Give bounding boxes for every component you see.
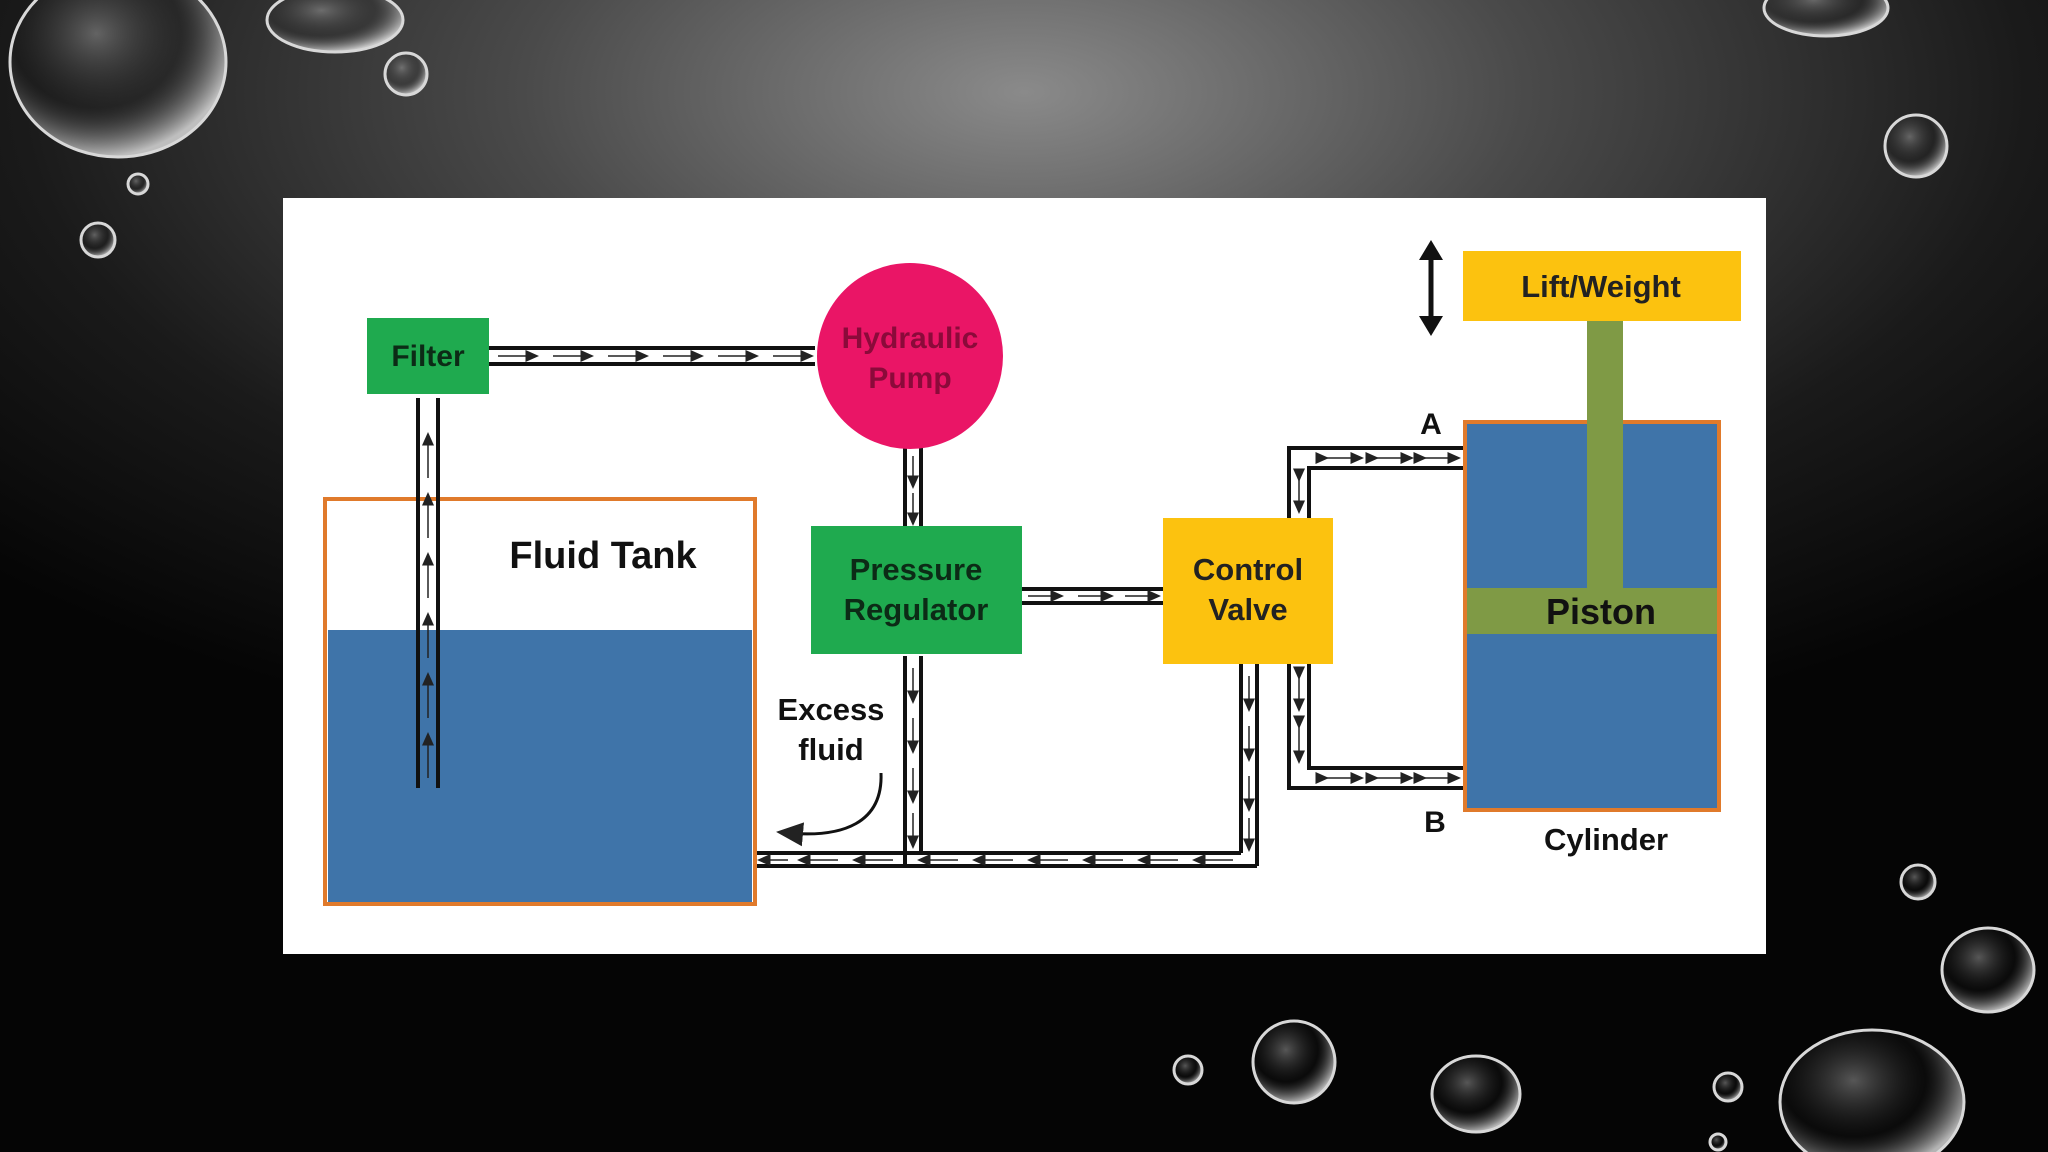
excess-label-line1: Excess bbox=[778, 692, 885, 727]
droplet bbox=[126, 172, 150, 196]
regulator-label-line2: Regulator bbox=[844, 592, 989, 627]
droplet bbox=[1899, 863, 1937, 901]
filter-label: Filter bbox=[391, 340, 465, 373]
control-valve-box bbox=[1163, 518, 1333, 664]
port-a-label: A bbox=[1420, 408, 1442, 441]
droplet bbox=[1712, 1071, 1744, 1103]
droplet bbox=[1172, 1054, 1204, 1086]
piston-label: Piston bbox=[1546, 591, 1656, 632]
flow-arrows bbox=[422, 350, 1461, 866]
pipes bbox=[416, 346, 1463, 868]
regulator-label-line1: Pressure bbox=[850, 552, 983, 587]
pump-label-line1: Hydraulic bbox=[842, 322, 979, 355]
regulator-box bbox=[811, 526, 1022, 654]
filter-box bbox=[367, 318, 489, 394]
lift-weight-box bbox=[1463, 251, 1741, 321]
cylinder: Piston Cylinder bbox=[1463, 316, 1721, 857]
pressure-regulator: Pressure Regulator bbox=[811, 526, 1022, 654]
filter-component: Filter bbox=[367, 318, 489, 394]
droplet bbox=[1430, 1054, 1522, 1134]
droplet bbox=[383, 51, 429, 97]
lift-weight-label: Lift/Weight bbox=[1521, 269, 1681, 304]
up-down-arrow-icon bbox=[1419, 240, 1443, 336]
piston-head bbox=[1467, 588, 1717, 634]
pump-circle bbox=[817, 263, 1003, 449]
lift-weight: Lift/Weight bbox=[1463, 251, 1741, 321]
control-valve-label-line1: Control bbox=[1193, 552, 1303, 587]
droplet bbox=[1778, 1028, 1966, 1152]
hydraulic-system-diagram: Fluid Tank bbox=[283, 198, 1766, 954]
droplet bbox=[79, 221, 117, 259]
droplet bbox=[8, 0, 228, 159]
control-valve: Control Valve bbox=[1163, 518, 1333, 664]
excess-fluid-note: Excess fluid bbox=[776, 692, 885, 847]
port-b-label: B bbox=[1424, 806, 1446, 839]
cylinder-label: Cylinder bbox=[1544, 822, 1668, 857]
droplet bbox=[1883, 113, 1949, 179]
droplet bbox=[1762, 0, 1890, 38]
hydraulic-pump: Hydraulic Pump bbox=[817, 263, 1003, 449]
control-valve-label-line2: Valve bbox=[1208, 592, 1287, 627]
droplet bbox=[1251, 1019, 1337, 1105]
excess-label-line2: fluid bbox=[798, 732, 863, 767]
fluid-tank: Fluid Tank bbox=[323, 497, 757, 906]
droplet bbox=[265, 0, 405, 54]
fluid-tank-label: Fluid Tank bbox=[509, 535, 697, 577]
excess-curved-arrow bbox=[776, 772, 883, 847]
water-droplets bbox=[8, 0, 2036, 1152]
pump-label-line2: Pump bbox=[868, 362, 951, 395]
tank-fluid bbox=[328, 630, 752, 902]
piston-rod bbox=[1587, 316, 1623, 588]
droplet bbox=[1708, 1132, 1728, 1152]
droplet bbox=[1940, 926, 2036, 1014]
